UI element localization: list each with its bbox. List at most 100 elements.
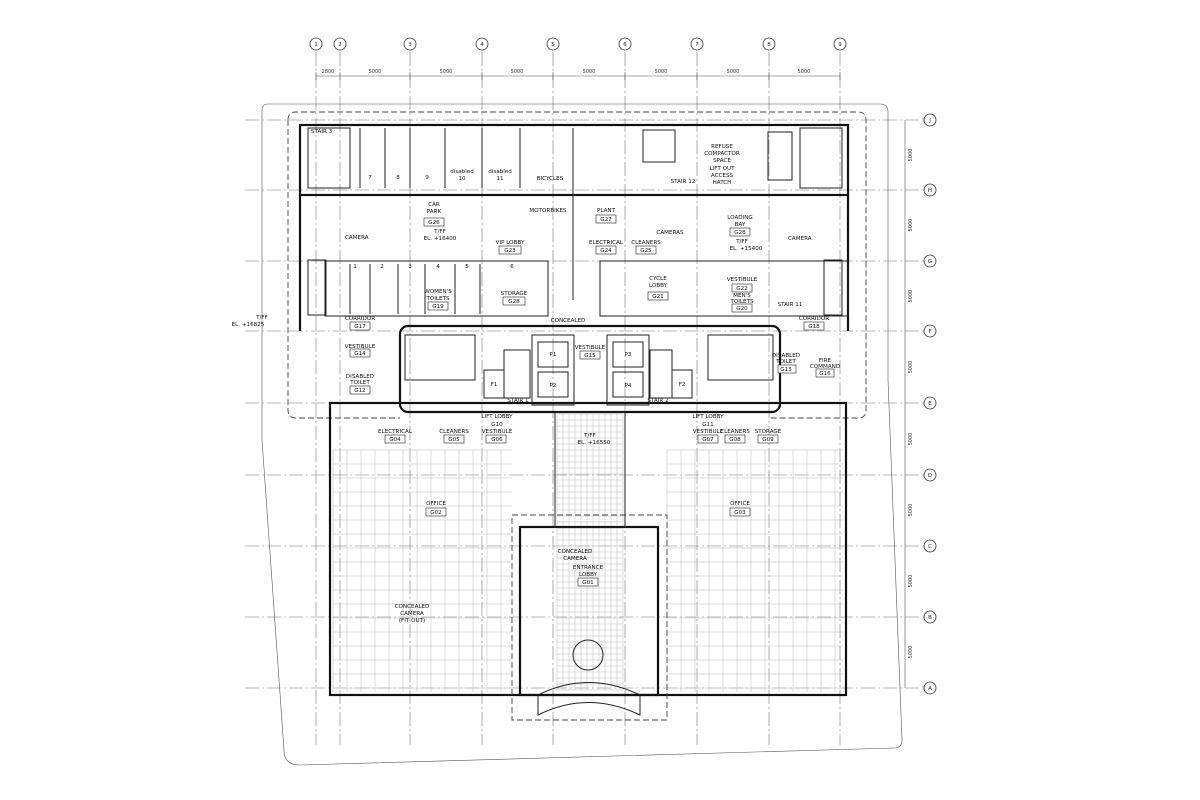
label-entrance1: ENTRANCE bbox=[573, 565, 604, 571]
label-carpark-el: EL. +16400 bbox=[424, 236, 457, 242]
grid-col-2: 2 bbox=[338, 42, 342, 48]
label-tff-left: T/FF bbox=[255, 315, 268, 321]
grid-row-B: B bbox=[928, 615, 932, 621]
grid-col-9: 9 bbox=[838, 42, 842, 48]
office-grid-left bbox=[332, 449, 512, 692]
label-carpark1: CAR bbox=[428, 202, 440, 208]
label-bay3: 3 bbox=[408, 264, 412, 270]
grid-row-H: H bbox=[928, 188, 932, 194]
grid-col-5: 5 bbox=[551, 42, 555, 48]
grid-row-C: C bbox=[928, 544, 932, 550]
label-concealed-fit2: CAMERA bbox=[400, 611, 424, 617]
label-liftout2: ACCESS bbox=[711, 173, 734, 179]
label-loading1: LOADING bbox=[727, 215, 753, 221]
label-loading-code: G28 bbox=[734, 230, 746, 236]
label-concealed-cam2: CAMERA bbox=[563, 556, 587, 562]
dim-3: 5000 bbox=[440, 69, 453, 75]
grid-col-1: 1 bbox=[314, 42, 318, 48]
label-disabled10a: disabled bbox=[450, 169, 474, 175]
label-storage-right: STORAGE bbox=[755, 429, 782, 435]
label-bay2: 2 bbox=[380, 264, 384, 270]
room-labels: STAIR 3 7 8 9 disabled 10 disabled 11 BI… bbox=[232, 129, 840, 624]
label-vestibule-right: VESTIBULE bbox=[727, 277, 758, 283]
label-cycle-code: G21 bbox=[652, 294, 664, 300]
label-bay8: 8 bbox=[396, 175, 400, 181]
label-vestibule-g07: VESTIBULE bbox=[693, 429, 724, 435]
column-axis-lines bbox=[315, 52, 841, 745]
label-cleaners-right-code: G08 bbox=[729, 437, 741, 443]
label-electrical-top-code: G24 bbox=[600, 248, 612, 254]
label-cleaners-top: CLEANERS bbox=[631, 240, 661, 246]
dim-5: 5000 bbox=[583, 69, 596, 75]
label-lift-lobby-right-code: G11 bbox=[702, 422, 714, 428]
stairs bbox=[307, 127, 843, 316]
label-cleaners-left-code: G05 bbox=[448, 437, 460, 443]
label-storage-top: STORAGE bbox=[501, 291, 528, 297]
label-tff-mid: T/FF bbox=[583, 433, 596, 439]
label-womens2: TOILETS bbox=[425, 296, 450, 302]
label-concealed-fit3: (FIT OUT) bbox=[399, 618, 425, 624]
grid-col-6: 6 bbox=[623, 42, 627, 48]
label-bay1: 1 bbox=[353, 264, 357, 270]
grid-row-G: G bbox=[928, 259, 932, 265]
column-grid-bubbles: 1 2 3 4 5 6 7 8 9 bbox=[309, 37, 847, 51]
label-vip-code: G23 bbox=[504, 248, 516, 254]
rdim-3: 5000 bbox=[908, 290, 914, 303]
core-block bbox=[398, 324, 782, 414]
label-bicycles: BICYCLES bbox=[537, 176, 564, 182]
label-motorbikes: MOTORBIKES bbox=[529, 208, 567, 214]
label-refuse3: SPACE bbox=[713, 158, 731, 164]
grid-col-7: 7 bbox=[695, 42, 699, 48]
label-stair11: STAIR 11 bbox=[778, 302, 803, 308]
entrance-lobby bbox=[511, 411, 668, 721]
label-storage-top-code: G28 bbox=[508, 299, 520, 305]
label-p3: P3 bbox=[625, 352, 632, 358]
label-p2: P2 bbox=[550, 383, 557, 389]
label-vestibule-left-code: G14 bbox=[354, 351, 366, 357]
label-corridor-right: CORRIDOR bbox=[799, 316, 829, 322]
label-vestibule-g06: VESTIBULE bbox=[482, 429, 513, 435]
label-cycle1: CYCLE bbox=[649, 276, 667, 282]
rdim-6: 5000 bbox=[908, 504, 914, 517]
label-corridor-left: CORRIDOR bbox=[345, 316, 375, 322]
label-cleaners-left: CLEANERS bbox=[439, 429, 469, 435]
rdim-1: 5000 bbox=[908, 149, 914, 162]
grid-row-F: F bbox=[928, 329, 931, 335]
rdim-4: 5000 bbox=[908, 361, 914, 374]
rdim-7: 5000 bbox=[908, 575, 914, 588]
label-loading-el: EL. +15400 bbox=[730, 246, 763, 252]
label-liftout1: LIFT OUT bbox=[710, 166, 736, 172]
label-refuse1: REFUSE bbox=[711, 144, 733, 150]
grid-col-8: 8 bbox=[767, 42, 771, 48]
label-disabled11b: 11 bbox=[496, 176, 504, 182]
label-plant-code: G27 bbox=[600, 217, 612, 223]
site-boundary bbox=[261, 103, 903, 766]
label-el-mid: EL. +16550 bbox=[578, 440, 611, 446]
grid-row-J: J bbox=[928, 118, 931, 124]
office-grid-right bbox=[666, 449, 843, 692]
label-disabled-right2: TOILET bbox=[775, 359, 796, 365]
rdim-2: 5000 bbox=[908, 219, 914, 232]
label-vestibule-g07-code: G07 bbox=[702, 437, 714, 443]
label-carpark-tff: T/FF bbox=[433, 229, 446, 235]
building-walls bbox=[298, 123, 850, 697]
car-bays bbox=[349, 128, 574, 314]
label-lift-lobby-left-code: G10 bbox=[491, 422, 503, 428]
label-cleaners-top-code: G25 bbox=[640, 248, 652, 254]
dim-4: 5000 bbox=[511, 69, 524, 75]
label-stair1: STAIR 1 bbox=[507, 398, 529, 404]
label-mens2: TOILETS bbox=[729, 299, 754, 305]
label-corridor-right-code: G18 bbox=[808, 324, 820, 330]
label-electrical-left: ELECTRICAL bbox=[378, 429, 413, 435]
label-concealed-fit1: CONCEALED bbox=[395, 604, 430, 610]
dim-6: 5000 bbox=[655, 69, 668, 75]
row-grid-bubbles: J H G F E D C B A bbox=[923, 113, 937, 695]
label-office-right: OFFICE bbox=[730, 501, 750, 507]
label-camera-right: CAMERA bbox=[788, 236, 812, 242]
label-entrance2: LOBBY bbox=[579, 572, 598, 578]
label-storage-right-code: G09 bbox=[762, 437, 774, 443]
label-f1: F1 bbox=[491, 382, 498, 388]
car-park-outline bbox=[287, 111, 867, 419]
grid-row-A: A bbox=[928, 686, 932, 692]
